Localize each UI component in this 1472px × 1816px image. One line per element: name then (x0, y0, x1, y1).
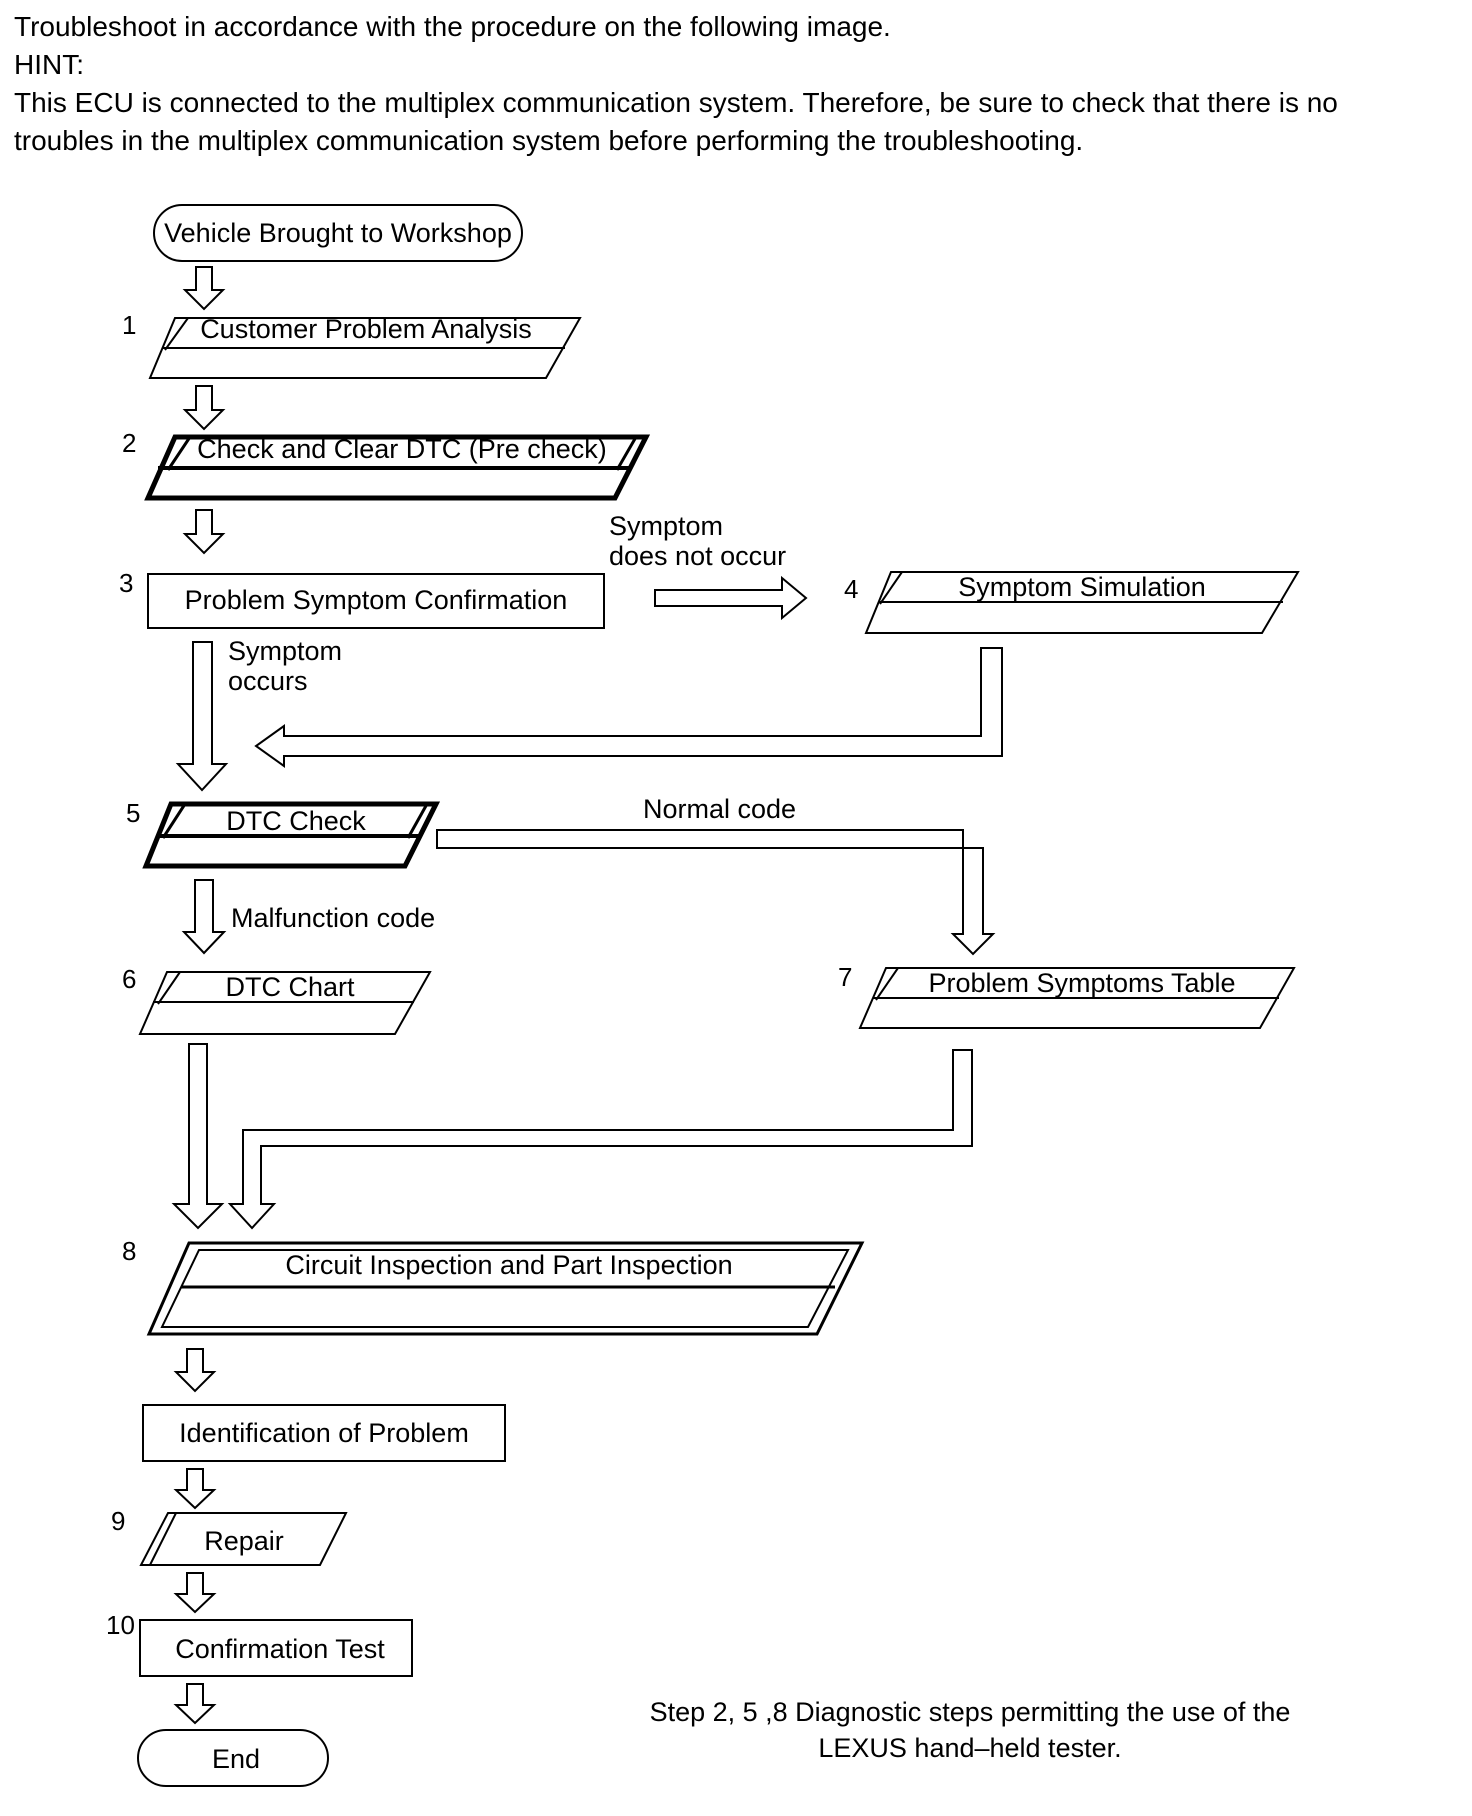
step-7-box (858, 967, 1296, 1029)
edge-label-symptom-not-occur-2: does not occur (609, 541, 786, 571)
step-2-number: 2 (122, 428, 136, 458)
hint-text-line-1: This ECU is connected to the multiplex c… (14, 87, 1338, 118)
intro-instruction: Troubleshoot in accordance with the proc… (14, 11, 891, 42)
arrow-9-to-10 (173, 1572, 217, 1614)
edge-label-normal-code: Normal code (643, 794, 796, 824)
step-4-accent (879, 571, 903, 605)
step-2-accent-right (615, 436, 638, 471)
arrow-7-to-8 (227, 1049, 973, 1230)
step-3-number: 3 (119, 568, 133, 598)
arrow-8-to-identification (173, 1348, 217, 1393)
step-7-number: 7 (838, 962, 852, 992)
step-4-label: Symptom Simulation (958, 572, 1206, 602)
arrow-2-to-3 (182, 509, 226, 555)
footnote-line-1: Step 2, 5 ,8 Diagnostic steps permitting… (649, 1697, 1291, 1727)
step-10-box (139, 1619, 413, 1677)
step-8-inner-border (160, 1249, 850, 1328)
arrow-1-to-2 (182, 385, 226, 431)
intro-text: Troubleshoot in accordance with the proc… (14, 8, 1464, 160)
arrow-4-to-5 (254, 647, 1003, 768)
step-8-box (146, 1241, 865, 1336)
arrow-5-to-6 (181, 879, 227, 955)
end-terminal (137, 1729, 329, 1787)
hint-label: HINT: (14, 49, 84, 80)
step-10-label: Confirmation Test (175, 1634, 385, 1664)
step-8-label: Circuit Inspection and Part Inspection (285, 1250, 732, 1280)
step-2-accent (166, 436, 192, 471)
edge-label-malfunction-code: Malfunction code (231, 903, 435, 933)
arrow-10-to-end (173, 1683, 217, 1725)
step-5-accent-right (406, 803, 429, 839)
step-1-box (148, 317, 582, 379)
edge-label-symptom-not-occur-1: Symptom (609, 511, 723, 541)
step-10-number: 10 (106, 1610, 135, 1640)
edge-label-symptom-occurs-2: occurs (228, 666, 308, 696)
step-6-accent (157, 971, 181, 1005)
end-label: End (212, 1744, 260, 1774)
step-3-box (147, 573, 605, 629)
step-2-label: Check and Clear DTC (Pre check) (197, 434, 607, 464)
step-5-number: 5 (126, 798, 140, 828)
step-2-box (144, 434, 651, 501)
step-5-label: DTC Check (226, 806, 366, 836)
arrow-6-to-8 (171, 1043, 225, 1230)
arrow-start-to-1 (182, 266, 226, 311)
step-9-label: Repair (204, 1526, 284, 1556)
step-9-accent (149, 1512, 177, 1566)
hint-text-line-2: troubles in the multiplex communication … (14, 125, 1084, 156)
step-8-number: 8 (122, 1236, 136, 1266)
step-6-number: 6 (122, 964, 136, 994)
arrow-3-to-5 (175, 641, 229, 792)
footnote: Step 2, 5 ,8 Diagnostic steps permitting… (620, 1694, 1320, 1766)
step-5-accent (161, 803, 187, 839)
step-9-number: 9 (111, 1506, 125, 1536)
step-1-accent (164, 317, 189, 351)
start-label: Vehicle Brought to Workshop (164, 218, 512, 248)
step-5-box (142, 801, 441, 869)
step-9-box (139, 1512, 348, 1566)
step-7-accent (875, 967, 899, 1001)
step-1-number: 1 (122, 310, 136, 340)
step-7-label: Problem Symptoms Table (928, 968, 1235, 998)
step-3-label: Problem Symptom Confirmation (185, 585, 568, 615)
arrow-3-to-4 (654, 575, 808, 621)
identification-label: Identification of Problem (179, 1418, 469, 1448)
start-terminal (153, 204, 523, 262)
step-1-label: Customer Problem Analysis (200, 314, 532, 344)
step-6-label: DTC Chart (225, 972, 355, 1002)
step-4-number: 4 (844, 574, 858, 604)
step-4-box (864, 571, 1300, 634)
edge-label-symptom-occurs-1: Symptom (228, 636, 342, 666)
arrow-identification-to-9 (173, 1468, 217, 1510)
step-6-box (138, 971, 432, 1035)
arrow-5-to-7 (436, 829, 996, 956)
identification-box (142, 1404, 506, 1462)
footnote-line-2: LEXUS hand–held tester. (818, 1733, 1122, 1763)
